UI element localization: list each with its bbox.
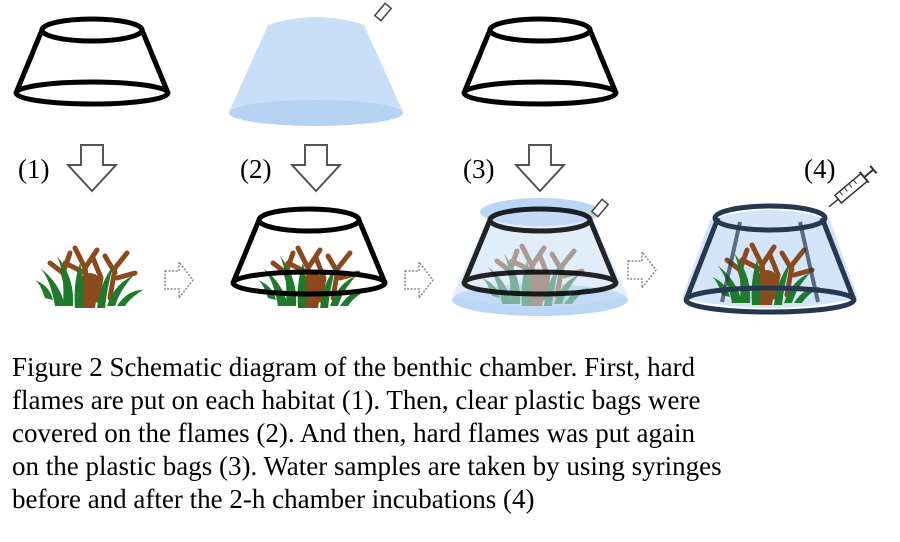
plastic-bag: [229, 17, 403, 126]
down-arrow-1: [67, 144, 117, 192]
benthic-chamber-diagram: [0, 2, 878, 316]
caption-line: flames are put on each habitat (1). Then…: [12, 385, 701, 415]
syringe-icon: [828, 165, 878, 208]
right-arrow-1: [164, 261, 194, 299]
chamber-step-1: [233, 209, 385, 308]
down-arrow-2: [291, 144, 341, 192]
figure-caption: Figure 2 Schematic diagram of the benthi…: [12, 351, 897, 516]
frame-step-1: [16, 19, 168, 104]
step-label-1: (1): [18, 154, 50, 184]
caption-line: on the plastic bags (3). Water samples a…: [12, 451, 722, 481]
caption-line: covered on the flames (2). And then, har…: [12, 418, 696, 448]
chamber-step-4: [682, 203, 858, 315]
frame-step-3: [464, 19, 616, 104]
seagrass-habitat-1: [35, 248, 143, 308]
caption-line: Figure 2 Schematic diagram of the benthi…: [12, 352, 696, 382]
right-arrow-2: [404, 261, 434, 299]
step-label-4: (4): [804, 154, 836, 184]
right-arrow-3: [627, 251, 657, 289]
bag-tag-icon-2: [590, 198, 610, 218]
caption-line: before and after the 2-h chamber incubat…: [12, 484, 535, 514]
bag-tag-icon: [373, 2, 393, 22]
step-label-2: (2): [240, 154, 272, 184]
down-arrow-3: [515, 144, 565, 192]
chamber-step-3: [452, 198, 628, 316]
step-label-3: (3): [463, 154, 495, 184]
